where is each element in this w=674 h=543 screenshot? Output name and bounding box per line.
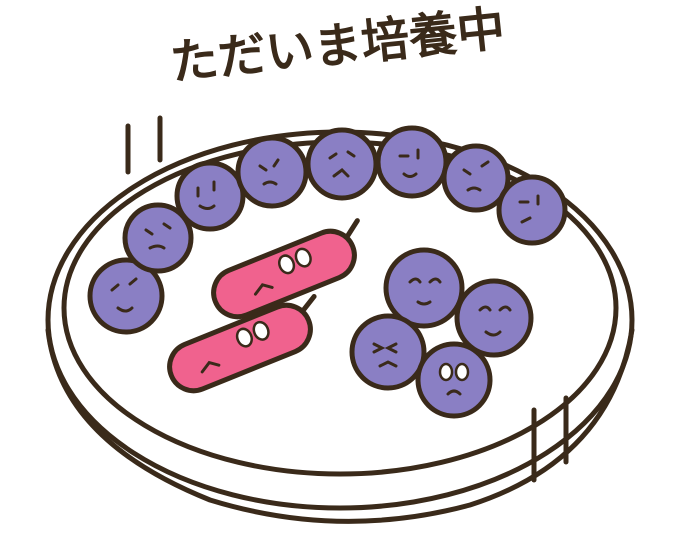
rod-bacterium xyxy=(167,293,317,394)
colony-blob xyxy=(87,257,165,335)
colony-blob xyxy=(383,247,465,329)
colony-blob xyxy=(375,125,449,199)
colony-blob xyxy=(454,278,534,358)
colony-blob xyxy=(441,143,511,213)
colony-blob xyxy=(235,135,309,209)
colony-chain xyxy=(87,125,568,335)
colony-blob xyxy=(305,127,379,201)
colony-blob xyxy=(496,174,568,246)
colony-blob xyxy=(349,313,427,391)
rod-bacterium xyxy=(211,218,360,320)
rod-bacteria xyxy=(167,218,360,394)
colony-blob xyxy=(174,160,246,232)
colony-cluster xyxy=(349,247,534,419)
title-text: ただいま培養中 xyxy=(168,1,508,92)
colony-blob xyxy=(415,341,493,419)
colony-blob xyxy=(122,202,194,274)
